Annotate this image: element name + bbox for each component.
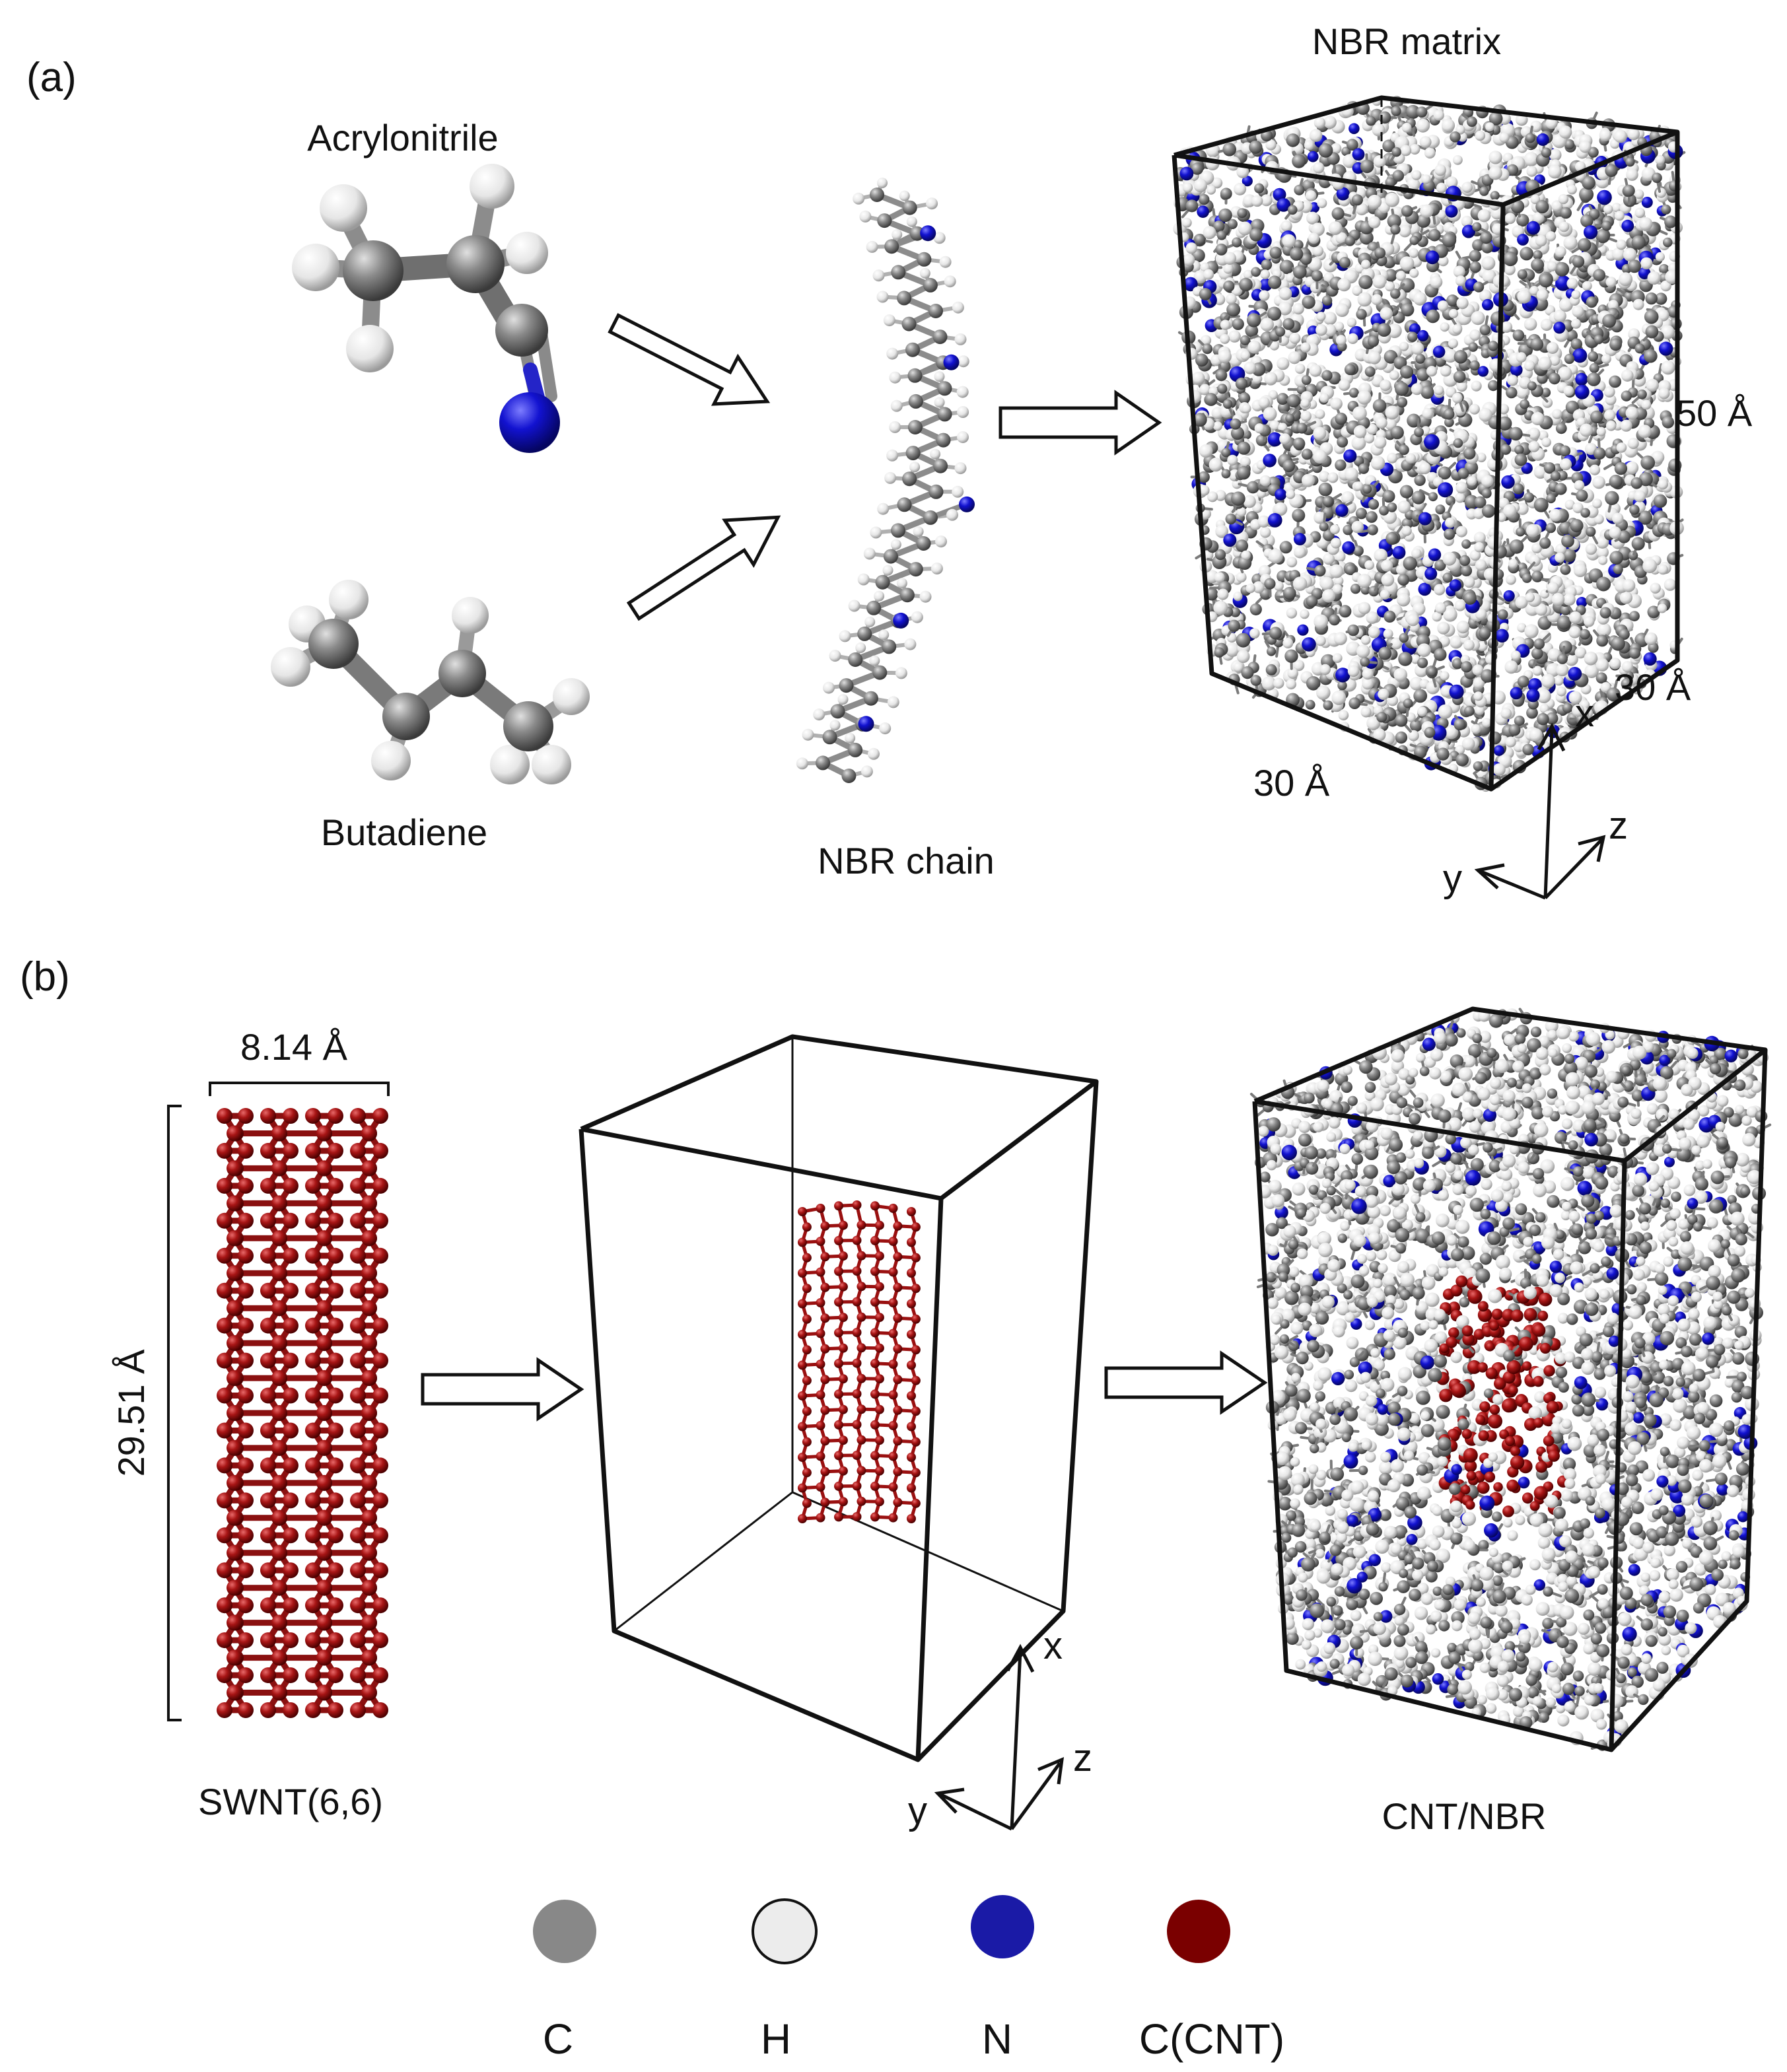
cnt-nbr-composite-box <box>1249 1006 1772 1752</box>
axis-z-label-a: z <box>1609 804 1628 847</box>
arrow-chain-to-matrix <box>999 390 1162 456</box>
panel-a: (a) <box>26 20 1753 900</box>
cnt-length-label: 29.51 Å <box>110 1349 152 1477</box>
axes-triad-b: x y z <box>908 1624 1092 1832</box>
axis-x-label-a: x <box>1575 692 1594 735</box>
legend-swatch-h <box>752 1898 818 1964</box>
arrow-acrylonitrile-to-chain <box>608 313 771 406</box>
butadiene-molecule <box>271 580 590 784</box>
nbr-chain-molecule <box>796 178 975 783</box>
panel-a-label: (a) <box>26 55 77 100</box>
simulation-box-with-cnt <box>578 1034 1099 1762</box>
panel-b-label: (b) <box>20 954 70 1000</box>
axis-z-label-b: z <box>1073 1737 1092 1779</box>
legend-label-c: C <box>543 2015 573 2063</box>
swnt-label: SWNT(6,6) <box>198 1781 383 1822</box>
acrylonitrile-label: Acrylonitrile <box>307 117 498 158</box>
arrow-butadiene-to-chain <box>626 515 781 621</box>
swnt-nanotube <box>217 1108 388 1718</box>
matrix-depth-label: 30 Å <box>1615 666 1691 708</box>
nbr-matrix-box <box>1172 95 1686 792</box>
composite-label: CNT/NBR <box>1382 1795 1547 1837</box>
legend-item-c: C <box>533 1900 596 2063</box>
cnt-diameter-label: 8.14 Å <box>240 1026 348 1068</box>
arrow-box-to-composite <box>1104 1350 1268 1415</box>
legend-swatch-n <box>971 1895 1034 1958</box>
acrylonitrile-molecule <box>292 164 560 453</box>
legend-swatch-c-cnt <box>1167 1900 1230 1963</box>
legend-label-c-cnt: C(CNT) <box>1139 2015 1284 2063</box>
legend-label-h: H <box>761 2015 791 2063</box>
legend-label-n: N <box>982 2015 1012 2063</box>
axis-y-label-a: y <box>1443 857 1462 900</box>
nbr-chain-label: NBR chain <box>818 840 995 881</box>
matrix-width-label: 30 Å <box>1253 762 1330 804</box>
legend-swatch-c <box>533 1900 596 1963</box>
axis-y-label-b: y <box>908 1789 927 1832</box>
panel-b: (b) 8.14 Å 29.51 Å SWNT(6,6) <box>20 954 1772 1837</box>
cnt-length-dimension <box>167 1105 182 1721</box>
arrow-swnt-to-box <box>421 1357 584 1422</box>
nbr-matrix-label: NBR matrix <box>1312 20 1501 62</box>
axes-triad-a: x y z <box>1443 692 1628 900</box>
legend-item-n: N <box>971 1895 1034 2063</box>
legend-item-c-cnt: C(CNT) <box>1139 1900 1284 2063</box>
legend-item-h: H <box>752 1898 818 2063</box>
butadiene-label: Butadiene <box>321 812 487 853</box>
atom-legend: C H N C(CNT) <box>533 1895 1284 2063</box>
cnt-diameter-dimension <box>209 1082 390 1096</box>
axis-x-label-b: x <box>1043 1624 1063 1667</box>
matrix-height-label: 50 Å <box>1676 392 1753 434</box>
